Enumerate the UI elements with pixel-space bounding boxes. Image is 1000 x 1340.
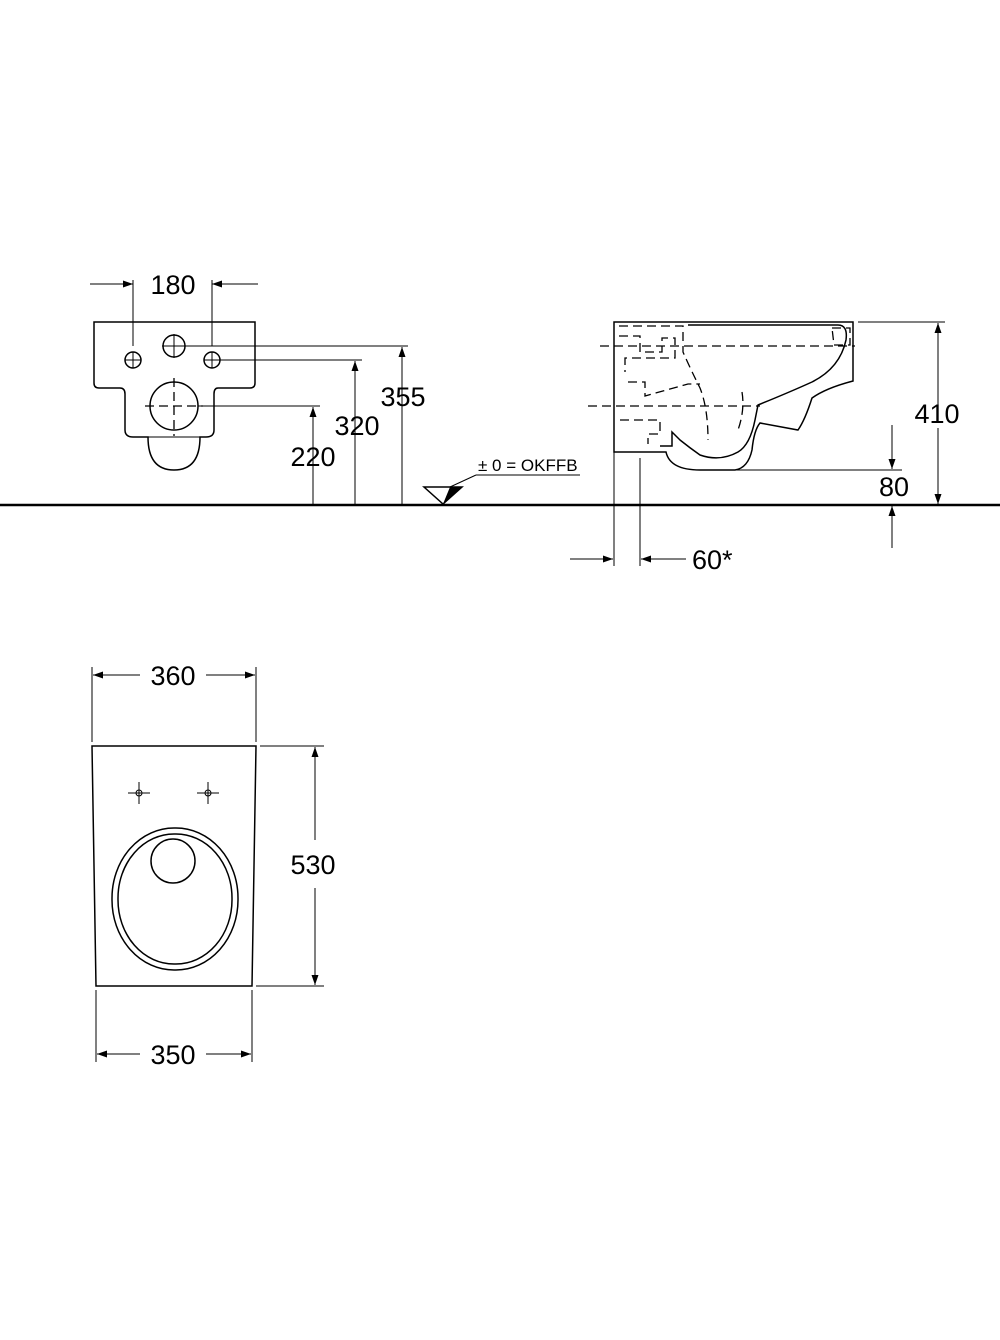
front-view: 180 355 320 220 ± 0 = OKFFB: [90, 270, 580, 506]
dim-350: 350: [150, 1040, 195, 1070]
floor-reference-label: ± 0 = OKFFB: [478, 456, 578, 475]
side-view-outline: [613, 321, 854, 471]
dim-355: 355: [380, 382, 425, 412]
dim-220: 220: [290, 442, 335, 472]
dim-320: 320: [334, 411, 379, 441]
dim-360: 360: [150, 661, 195, 691]
front-view-outline: [93, 321, 256, 471]
dim-410: 410: [914, 399, 959, 429]
dim-180: 180: [150, 270, 195, 300]
dim-80: 80: [879, 472, 909, 502]
seat-inner: [117, 833, 233, 965]
dim-60: 60*: [692, 545, 733, 575]
top-view-outline: [91, 745, 257, 987]
top-view: 360 530 350: [91, 661, 336, 1070]
seat-outer: [111, 827, 239, 971]
flush-opening: [150, 838, 196, 884]
dim-530: 530: [290, 850, 335, 880]
side-view: 410 80 60*: [570, 321, 960, 575]
